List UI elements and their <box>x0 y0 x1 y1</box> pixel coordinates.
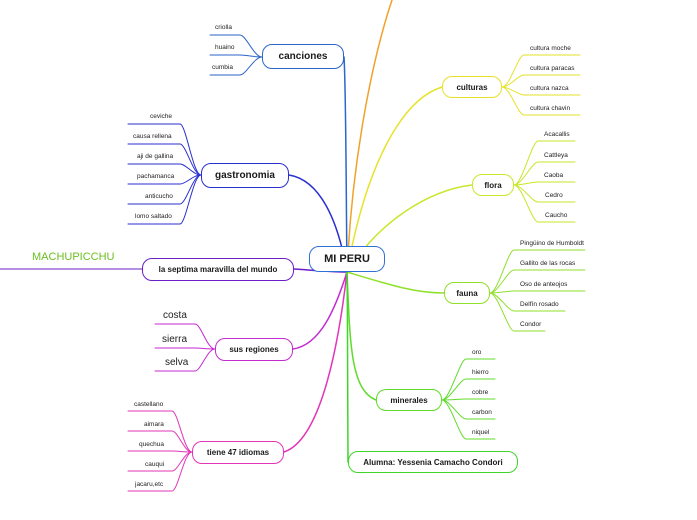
flora-fan <box>513 184 539 223</box>
canciones-fan <box>239 56 263 76</box>
leaf-flora: Caoba <box>544 172 564 179</box>
branch-label: canciones <box>278 51 328 62</box>
branch-regiones[interactable]: sus regiones <box>215 338 293 361</box>
leaf-idiomas: castellano <box>134 401 164 408</box>
fauna-fan <box>489 249 515 294</box>
leaf-gastronomia: anticucho <box>145 193 173 200</box>
leaf-fauna: Pingüino de Humboldt <box>520 240 584 247</box>
connector-culturas <box>346 86 443 273</box>
canciones-fan <box>239 34 263 58</box>
leaf-fauna: Gallito de las rocas <box>520 260 576 267</box>
culturas-fan <box>501 54 525 88</box>
regiones-fan <box>194 348 216 372</box>
fauna-fan <box>489 292 515 332</box>
branch-minerales[interactable]: minerales <box>376 389 442 411</box>
branch-culturas[interactable]: culturas <box>442 76 502 98</box>
connector-canciones <box>343 56 348 273</box>
leaf-culturas: cultura moche <box>530 45 571 52</box>
leaf-idiomas: cauqui <box>145 461 165 468</box>
branch-label: fauna <box>456 288 478 298</box>
culturas-fan <box>501 86 525 116</box>
leaf-fauna: Delfín rosado <box>520 301 559 308</box>
branch-label: la septima maravilla del mundo <box>158 265 278 274</box>
leaf-gastronomia: causa rellena <box>133 133 172 140</box>
branch-maravilla[interactable]: la septima maravilla del mundo <box>142 258 294 281</box>
connector-regiones <box>292 271 348 350</box>
connector-alumna <box>346 271 349 463</box>
branch-idiomas[interactable]: tiene 47 idiomas <box>192 441 284 464</box>
leaf-fauna: Oso de anteojos <box>520 281 568 288</box>
leaf-canciones: huaino <box>215 44 235 51</box>
leaf-regiones: sierra <box>162 334 188 345</box>
branch-alumna[interactable]: Alumna: Yessenia Camacho Condori <box>348 451 518 473</box>
leaf-gastronomia: ceviche <box>150 113 173 120</box>
branch-label: sus regiones <box>229 345 279 354</box>
leaf-machupicchu: MACHUPICCHU <box>32 251 115 263</box>
leaf-flora: Cattleya <box>544 152 568 159</box>
leaf-gastronomia: aji de gallina <box>137 153 174 160</box>
minerales-fan <box>441 399 467 440</box>
connector-fauna <box>346 271 445 294</box>
gastronomia-fan <box>179 163 202 176</box>
branch-gastronomia[interactable]: gastronomia <box>201 163 289 188</box>
gastronomia-fan <box>179 143 202 176</box>
culturas-fan <box>501 74 525 88</box>
branch-canciones[interactable]: canciones <box>262 44 344 69</box>
connector-minerales <box>346 271 377 401</box>
branch-fauna[interactable]: fauna <box>444 282 490 304</box>
leaf-regiones: costa <box>163 310 187 321</box>
regiones-fan <box>194 323 216 350</box>
minerales-fan <box>441 378 467 401</box>
leaf-flora: Acacallis <box>544 131 570 138</box>
leaf-idiomas: jacaru,etc <box>135 481 164 488</box>
leaf-culturas: cultura nazca <box>530 85 569 92</box>
gastronomia-fan <box>179 123 202 176</box>
flora-fan <box>513 140 539 186</box>
branch-label: tiene 47 idiomas <box>206 448 270 457</box>
leaf-canciones: criolla <box>215 24 232 31</box>
leaf-fauna: Condor <box>520 321 542 328</box>
branch-label: flora <box>484 180 502 190</box>
leaf-flora: Cedro <box>545 192 563 199</box>
fauna-fan <box>489 269 515 294</box>
minerales-fan <box>441 358 467 401</box>
central-node-label: MI PERU <box>324 253 370 265</box>
branch-label: culturas <box>456 82 488 92</box>
idiomas-fan <box>171 410 193 453</box>
leaf-canciones: cumbia <box>212 64 233 71</box>
leaf-minerales: cobre <box>472 389 489 396</box>
leaf-gastronomia: pachamanca <box>137 173 175 180</box>
connector-top <box>346 0 393 273</box>
branch-label: minerales <box>390 395 428 405</box>
branch-label: gastronomia <box>214 170 275 181</box>
idiomas-fan <box>171 451 193 492</box>
branch-label: Alumna: Yessenia Camacho Condori <box>363 457 503 467</box>
central-node[interactable]: MI PERU <box>309 246 385 272</box>
leaf-culturas: cultura chavin <box>530 105 571 112</box>
leaf-gastronomia: lomo saltado <box>135 213 172 220</box>
leaf-minerales: oro <box>472 349 482 356</box>
flora-fan <box>513 161 539 186</box>
idiomas-fan <box>171 430 193 453</box>
leaf-minerales: carbon <box>472 409 492 416</box>
leaf-flora: Caucho <box>545 212 568 219</box>
leaf-minerales: niquel <box>472 429 490 436</box>
connector-idiomas <box>283 271 348 453</box>
branch-flora[interactable]: flora <box>472 174 514 196</box>
leaf-regiones: selva <box>165 357 189 368</box>
leaf-minerales: hierro <box>472 369 489 376</box>
leaf-culturas: cultura paracas <box>530 65 575 72</box>
gastronomia-fan <box>179 174 202 225</box>
leaf-idiomas: quechua <box>139 441 164 448</box>
leaf-idiomas: aimara <box>144 421 164 428</box>
